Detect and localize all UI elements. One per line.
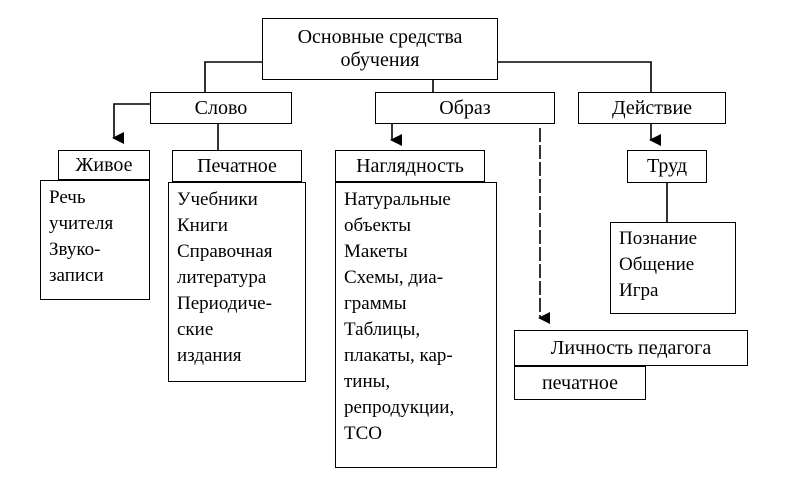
activity-item: Общение xyxy=(619,254,695,275)
category-action: Действие xyxy=(578,92,726,124)
printed-item: Периодиче- xyxy=(177,293,272,314)
node-printed-title: Печатное xyxy=(172,150,302,182)
live-item: учителя xyxy=(49,213,114,234)
visual-item: Таблицы, xyxy=(344,319,421,340)
node-visual-items: Натуральные объекты Макеты Схемы, диа- г… xyxy=(335,182,497,468)
visual-item: ТСО xyxy=(344,423,382,444)
visual-item: Схемы, диа- xyxy=(344,267,444,288)
activity-item: Познание xyxy=(619,228,698,249)
live-item: Речь xyxy=(49,187,86,208)
node-printed-items: Учебники Книги Справочная литература Пер… xyxy=(168,182,306,382)
visual-item: плакаты, кар- xyxy=(344,345,453,366)
category-image: Образ xyxy=(375,92,555,124)
node-live-title: Живое xyxy=(58,150,150,180)
node-visual-title: Наглядность xyxy=(335,150,485,182)
visual-item: репродукции, xyxy=(344,397,455,418)
printed-item: издания xyxy=(177,345,242,366)
printed-item: литература xyxy=(177,267,267,288)
node-teacher-note: печатное xyxy=(514,366,646,400)
node-labor-title: Труд xyxy=(627,150,707,183)
printed-item: ские xyxy=(177,319,214,340)
category-word: Слово xyxy=(150,92,292,124)
root-line-1: Основные средства xyxy=(297,26,463,48)
visual-item: тины, xyxy=(344,371,391,392)
node-activities: Познание Общение Игра xyxy=(610,222,736,314)
visual-item: Макеты xyxy=(344,241,408,262)
printed-item: Учебники xyxy=(177,189,258,210)
visual-item: объекты xyxy=(344,215,412,236)
node-teacher-title: Личность педагога xyxy=(514,330,748,366)
printed-item: Книги xyxy=(177,215,228,236)
root-line-2: обучения xyxy=(340,49,420,71)
live-item: записи xyxy=(49,265,104,286)
activity-item: Игра xyxy=(619,280,659,301)
visual-item: Натуральные xyxy=(344,189,451,210)
printed-item: Справочная xyxy=(177,241,273,262)
root-to-action-line xyxy=(498,61,652,92)
live-item: Звуко- xyxy=(49,239,101,260)
root-node: Основные средства обучения xyxy=(262,18,498,80)
root-to-word-line xyxy=(204,61,264,92)
node-live-items: Речь учителя Звуко- записи xyxy=(40,180,150,300)
visual-item: граммы xyxy=(344,293,407,314)
word-to-live-arrow xyxy=(112,103,150,144)
